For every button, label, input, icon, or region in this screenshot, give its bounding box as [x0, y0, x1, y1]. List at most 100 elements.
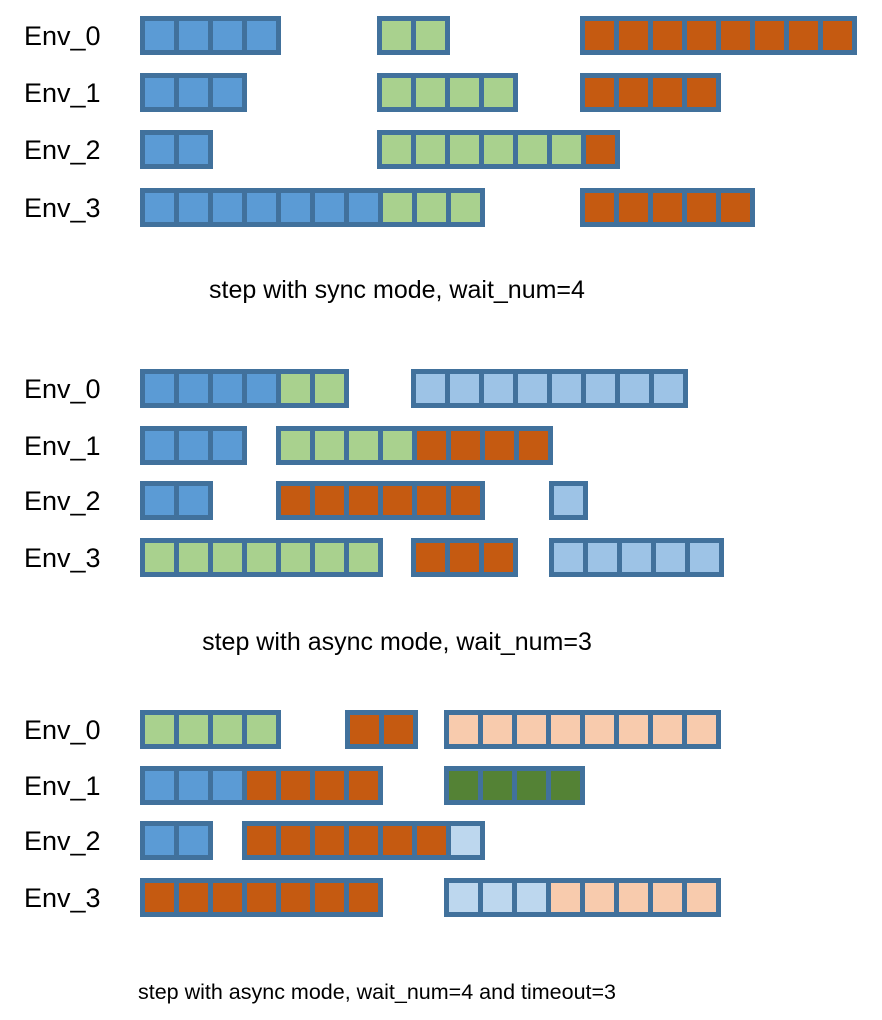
step-cell-green	[417, 193, 446, 222]
step-cell-orange	[687, 193, 716, 222]
step-cell-blue	[349, 193, 378, 222]
step-cell-orange	[349, 486, 378, 515]
step-bar	[377, 16, 450, 55]
step-cell-sky-blue	[416, 374, 445, 403]
step-bar	[140, 766, 383, 805]
step-cell-sky-blue	[654, 374, 683, 403]
step-cell-blue	[179, 193, 208, 222]
step-bar	[140, 426, 247, 465]
step-cell-orange	[213, 883, 242, 912]
step-cell-blue	[213, 374, 242, 403]
step-bar	[276, 481, 485, 520]
env-label: Env_3	[24, 193, 101, 223]
step-cell-blue	[145, 193, 174, 222]
step-bar	[140, 16, 281, 55]
step-bar	[377, 73, 518, 112]
step-cell-orange	[315, 771, 344, 800]
step-bar	[276, 426, 553, 465]
step-cell-green	[518, 135, 547, 164]
env-label: Env_2	[24, 826, 101, 856]
step-cell-orange	[315, 486, 344, 515]
step-bar	[444, 710, 721, 749]
step-cell-dark-green	[551, 771, 580, 800]
step-cell-green	[416, 78, 445, 107]
step-cell-orange	[450, 543, 479, 572]
step-cell-blue	[145, 486, 174, 515]
step-bar	[549, 538, 724, 577]
step-bar	[549, 481, 588, 520]
step-cell-orange	[619, 21, 648, 50]
step-cell-blue	[179, 78, 208, 107]
step-cell-blue	[179, 431, 208, 460]
step-bar	[444, 766, 585, 805]
step-cell-green	[552, 135, 581, 164]
step-cell-sky-blue	[554, 486, 583, 515]
step-cell-peach	[687, 715, 716, 744]
step-cell-green	[179, 715, 208, 744]
step-cell-green	[450, 78, 479, 107]
step-cell-peach	[619, 715, 648, 744]
step-cell-green	[383, 193, 412, 222]
step-cell-orange	[179, 883, 208, 912]
step-cell-orange	[586, 135, 615, 164]
step-cell-orange	[653, 193, 682, 222]
step-bar	[411, 538, 518, 577]
step-cell-dark-green	[483, 771, 512, 800]
step-cell-green	[382, 21, 411, 50]
step-cell-green	[213, 543, 242, 572]
step-cell-orange	[755, 21, 784, 50]
step-cell-sky-blue	[552, 374, 581, 403]
step-bar	[444, 878, 721, 917]
step-cell-peach	[551, 883, 580, 912]
step-cell-orange	[519, 431, 548, 460]
step-cell-dark-green	[517, 771, 546, 800]
step-cell-blue	[213, 193, 242, 222]
step-bar	[140, 878, 383, 917]
step-cell-green	[213, 715, 242, 744]
step-cell-orange	[451, 431, 480, 460]
step-cell-blue	[179, 135, 208, 164]
step-cell-green	[416, 135, 445, 164]
step-cell-blue	[145, 826, 174, 855]
step-cell-pale-blue	[517, 883, 546, 912]
step-cell-peach	[687, 883, 716, 912]
env-label: Env_1	[24, 78, 101, 108]
panel-caption-sync: step with sync mode, wait_num=4	[209, 276, 585, 304]
step-cell-orange	[417, 826, 446, 855]
env-label: Env_0	[24, 374, 101, 404]
step-cell-orange	[619, 78, 648, 107]
env-label: Env_3	[24, 543, 101, 573]
step-cell-orange	[383, 486, 412, 515]
step-cell-orange	[315, 883, 344, 912]
step-cell-blue	[145, 374, 174, 403]
step-cell-orange	[349, 771, 378, 800]
step-cell-blue	[315, 193, 344, 222]
step-cell-orange	[247, 883, 276, 912]
step-cell-blue	[179, 771, 208, 800]
step-cell-peach	[619, 883, 648, 912]
step-cell-green	[383, 431, 412, 460]
step-cell-orange	[349, 883, 378, 912]
step-cell-orange	[789, 21, 818, 50]
env-label: Env_2	[24, 486, 101, 516]
step-cell-sky-blue	[484, 374, 513, 403]
step-cell-sky-blue	[518, 374, 547, 403]
step-cell-green	[247, 543, 276, 572]
step-cell-blue	[179, 826, 208, 855]
step-cell-orange	[687, 21, 716, 50]
env-label: Env_2	[24, 135, 101, 165]
step-cell-blue	[179, 21, 208, 50]
step-cell-sky-blue	[690, 543, 719, 572]
step-cell-peach	[585, 715, 614, 744]
panel-caption-async: step with async mode, wait_num=3	[202, 628, 592, 656]
step-cell-blue	[179, 374, 208, 403]
step-cell-green	[281, 543, 310, 572]
step-cell-sky-blue	[586, 374, 615, 403]
step-cell-orange	[721, 21, 750, 50]
step-cell-blue	[145, 135, 174, 164]
step-cell-orange	[384, 715, 413, 744]
step-bar	[580, 188, 755, 227]
step-cell-peach	[483, 715, 512, 744]
step-bar	[140, 710, 281, 749]
